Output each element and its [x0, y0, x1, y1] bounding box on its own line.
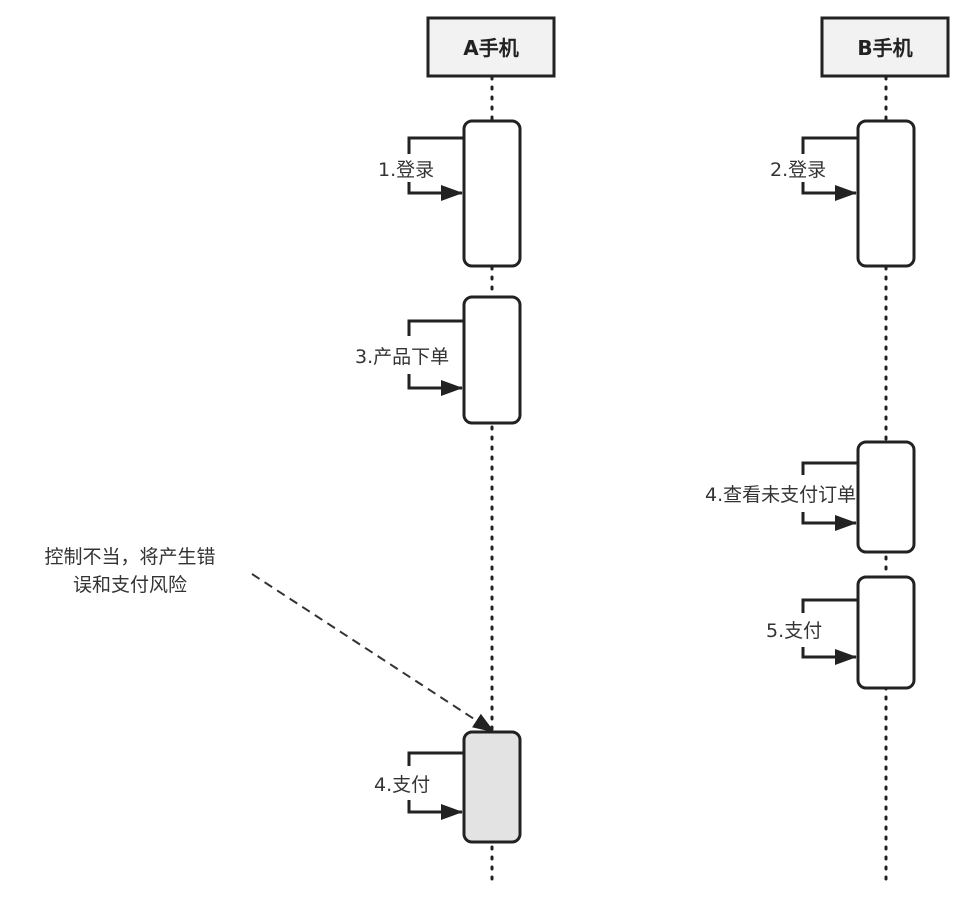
message-label: 1.登录: [378, 159, 434, 181]
risk-annotation: 控制不当，将产生错 误和支付风险: [44, 546, 495, 733]
message-label: 4.查看未支付订单: [705, 484, 856, 506]
participant-a-label: A手机: [463, 36, 518, 60]
annotation-line-2: 误和支付风险: [73, 574, 187, 596]
activation-a-pay[interactable]: 4.支付: [374, 730, 522, 844]
activation-a-order[interactable]: 3.产品下单: [355, 295, 522, 425]
annotation-arrow: [251, 573, 495, 733]
annotation-line-1: 控制不当，将产生错: [44, 546, 215, 568]
message-label: 5.支付: [766, 620, 822, 642]
message-label: 2.登录: [770, 159, 826, 181]
activation-b-pay[interactable]: 5.支付: [766, 575, 916, 690]
activation-b-login[interactable]: 2.登录: [770, 119, 916, 268]
participant-b-label: B手机: [857, 36, 912, 60]
message-label: 3.产品下单: [355, 346, 449, 368]
participant-b[interactable]: B手机: [820, 16, 950, 78]
activation-b-view-unpaid[interactable]: 4.查看未支付订单: [705, 440, 916, 554]
participant-a[interactable]: A手机: [426, 16, 556, 78]
message-label: 4.支付: [374, 774, 430, 796]
activation-a-login[interactable]: 1.登录: [378, 119, 522, 268]
